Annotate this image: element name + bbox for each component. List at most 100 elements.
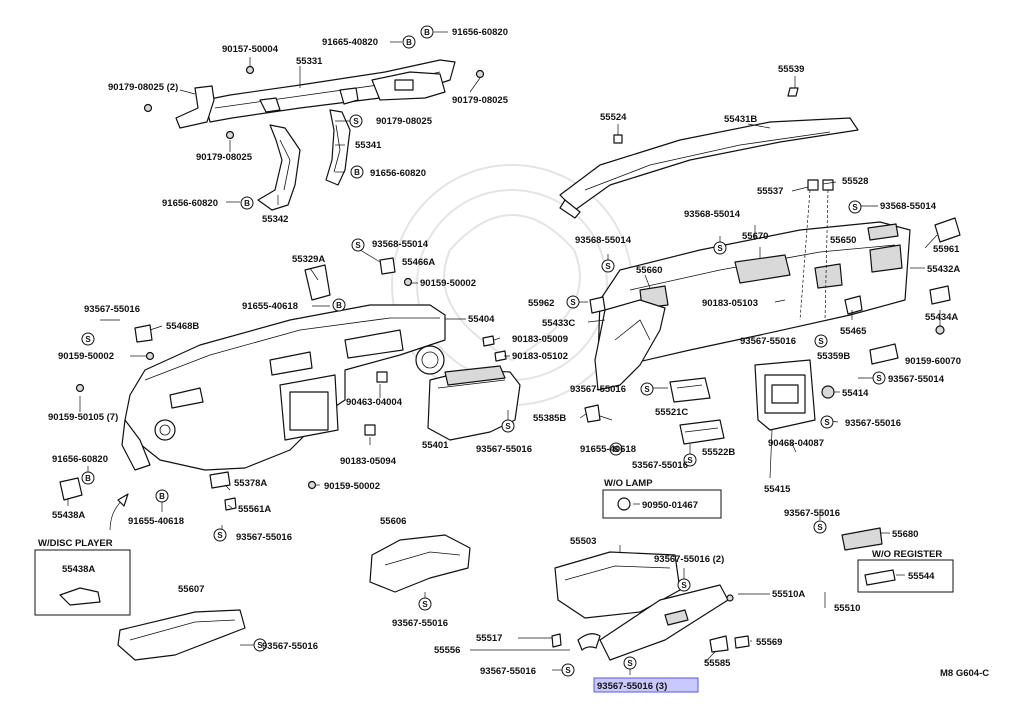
part-label[interactable]: 93567-55016 [480,666,536,677]
disc-player-inset [34,549,131,616]
part-label[interactable]: 55414 [842,388,869,399]
knob-55414 [821,385,835,399]
part-label[interactable]: 55503 [570,536,596,547]
part-label[interactable]: 90179-08025 [196,152,253,163]
part-label[interactable]: 55539 [778,64,804,75]
part-label[interactable]: 55378A [234,478,267,489]
part-label[interactable]: 55468B [166,321,199,332]
part-label[interactable]: 90183-05102 [512,351,568,362]
part-label[interactable]: 93567-55016 (2) [654,554,724,565]
part-label[interactable]: 91655-40618 [242,301,298,312]
part-label[interactable]: 93567-55016 [784,508,840,519]
part-label[interactable]: 55401 [422,440,449,451]
part-label[interactable]: 93567-55016 [570,384,626,395]
part-label[interactable]: 91656-60820 [370,168,426,179]
part-label[interactable]: 93568-55014 [575,235,632,246]
highlighted-part-label[interactable]: 93567-55016 (3) [597,681,667,692]
screw-symbol-icon: S [566,295,580,309]
part-label[interactable]: 93567-55016 [236,532,292,543]
part-label[interactable]: 55561A [238,504,271,515]
part-label[interactable]: 90183-05103 [702,298,758,309]
bolt-symbol-icon: B [155,489,169,503]
part-label[interactable]: 91655-40618 [128,516,184,527]
part-label[interactable]: 93567-55014 [888,374,945,385]
part-label[interactable]: 90183-05009 [512,334,568,345]
part-label[interactable]: 90183-05094 [340,456,397,467]
svg-text:B: B [85,474,91,483]
part-label[interactable]: 55433C [542,318,575,329]
part-label[interactable]: 55466A [402,257,435,268]
part-label[interactable]: 55528 [842,176,868,187]
part-label[interactable]: 91665-40820 [322,37,378,48]
screw-symbol-icon: S [872,371,886,385]
part-label[interactable]: 55517 [476,633,502,644]
part-label[interactable]: 55510A [772,589,805,600]
screw-symbol-icon: S [713,241,727,255]
part-label[interactable]: 90157-50004 [222,44,279,55]
part-label[interactable]: 93567-55016 [476,444,532,455]
part-label[interactable]: 93567-55016 [392,618,448,629]
part-label[interactable]: 90159-50002 [420,278,476,289]
part-label[interactable]: 93568-55014 [372,239,429,250]
part-label[interactable]: 93567-55016 [845,418,901,429]
part-label[interactable]: 55359B [817,351,850,362]
part-label[interactable]: 93567-55016 [262,641,318,652]
part-label[interactable]: 90159-60070 [905,356,961,367]
part-label[interactable]: 55432A [927,264,960,275]
part-label[interactable]: 55607 [178,584,204,595]
part-label[interactable]: 55962 [528,298,554,309]
part-label[interactable]: 55342 [262,214,288,225]
part-label[interactable]: 55521C [655,407,688,418]
part-label[interactable]: 93567-55016 [740,336,796,347]
part-label[interactable]: 55431B [724,114,757,125]
part-label[interactable]: 90159-50002 [324,481,380,492]
part-label[interactable]: 55510 [834,603,860,614]
part-label[interactable]: 55465 [840,326,867,337]
part-label[interactable]: 55438A [62,564,95,575]
part-label[interactable]: 93568-55014 [880,201,937,212]
svg-text:S: S [687,456,693,465]
svg-text:S: S [605,262,611,271]
part-label[interactable]: 55556 [434,645,460,656]
part-label[interactable]: 93567-55016 [84,304,140,315]
part-label[interactable]: 55569 [756,637,782,648]
part-label[interactable]: 91656-60820 [452,27,508,38]
part-label[interactable]: 91656-60820 [162,198,218,209]
part-label[interactable]: 55660 [636,265,662,276]
part-label[interactable]: 90159-50002 [58,351,114,362]
part-label[interactable]: 90468-04087 [768,438,824,449]
part-label[interactable]: 91656-60820 [52,454,108,465]
part-label[interactable]: 91655-40618 [580,444,636,455]
part-label[interactable]: 55544 [908,571,935,582]
svg-text:S: S [627,659,633,668]
part-label[interactable]: 55404 [468,314,495,325]
part-label[interactable]: 90179-08025 (2) [108,82,178,93]
part-label[interactable]: 55650 [830,235,856,246]
part-label[interactable]: 90159-50105 (7) [48,412,118,423]
part-label[interactable]: 90179-08025 [376,116,433,127]
part-label[interactable]: 93568-55014 [684,209,741,220]
svg-text:S: S [824,418,830,427]
part-label[interactable]: 55537 [757,186,783,197]
part-label[interactable]: 55434A [925,312,958,323]
part-label[interactable]: 55438A [52,510,85,521]
part-label[interactable]: 55585 [704,658,731,669]
wo-register-inset [841,527,954,593]
part-label[interactable]: 90463-04004 [346,397,403,408]
part-label[interactable]: 55670 [742,231,768,242]
part-label[interactable]: 55331 [296,56,323,67]
part-label[interactable]: 55524 [600,112,627,123]
svg-text:S: S [681,581,687,590]
part-label[interactable]: 55385B [533,413,566,424]
part-label[interactable]: 90950-01467 [642,500,698,511]
part-label[interactable]: 53567-55016 [632,460,688,471]
part-label[interactable]: 55961 [933,244,960,255]
part-label[interactable]: 55341 [355,140,382,151]
part-label[interactable]: 55522B [702,447,735,458]
part-label[interactable]: 55415 [764,484,791,495]
part-label[interactable]: 55606 [380,516,406,527]
part-label[interactable]: 55329A [292,254,325,265]
part-label[interactable]: 90179-08025 [452,95,509,106]
svg-text:S: S [570,298,576,307]
part-label[interactable]: 55680 [892,529,918,540]
